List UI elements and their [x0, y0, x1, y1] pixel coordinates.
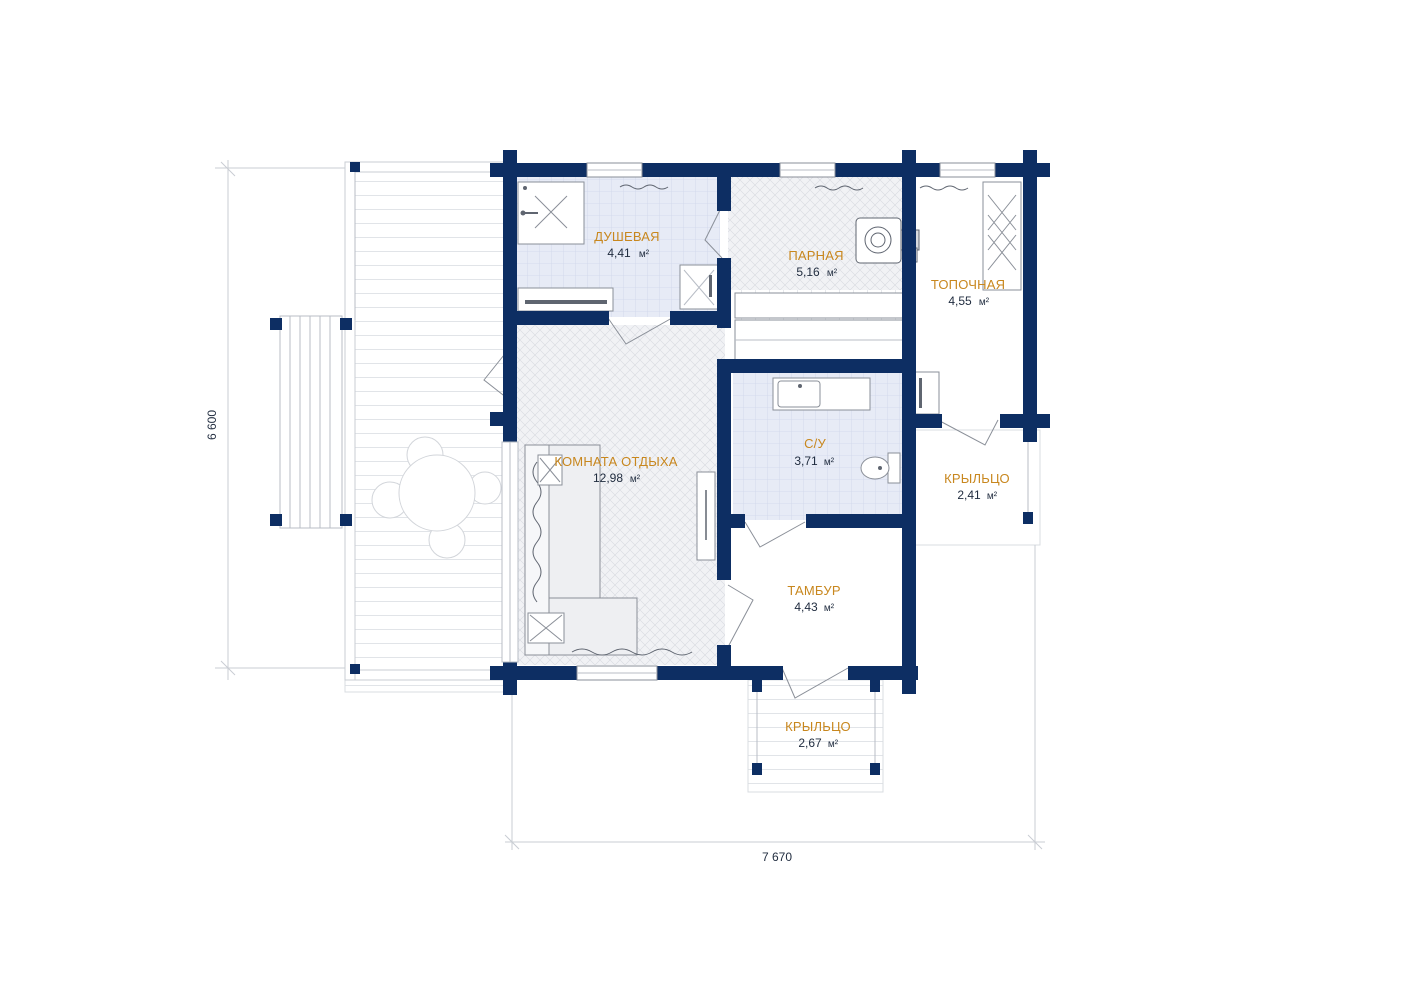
terrace-table — [371, 436, 502, 559]
steps-post-top-left — [270, 318, 282, 330]
krylco-bottom-floor — [747, 679, 884, 793]
dimension-height-label: 6 600 — [205, 410, 219, 440]
room-name: ДУШЕВАЯ — [594, 229, 660, 244]
room-area: 3,71 — [794, 454, 818, 468]
sink-icon — [772, 377, 871, 411]
terrace-steps — [270, 162, 360, 674]
dimension-height — [215, 160, 345, 680]
terrace-post-bottom — [350, 664, 360, 674]
steps-post-bottom-right — [340, 514, 352, 526]
room-name: ПАРНАЯ — [788, 248, 843, 263]
room-unit: м² — [630, 474, 641, 485]
steps-post-top-right — [340, 318, 352, 330]
room-unit: м² — [824, 457, 835, 468]
su-door-panel-icon — [914, 371, 940, 415]
room-label-krylco-bottom: КРЫЛЬЦО 2,67 м² — [785, 719, 851, 750]
room-area: 2,67 — [798, 736, 822, 750]
room-label-parnaya: ПАРНАЯ 5,16 м² — [788, 248, 843, 279]
room-label-su: С/У 3,71 м² — [794, 436, 834, 468]
room-name: КРЫЛЬЦО — [944, 471, 1010, 486]
tv-stand-icon — [696, 471, 716, 561]
sofa-icon — [524, 444, 693, 656]
room-area: 12,98 — [593, 471, 623, 485]
parnaya-benches — [734, 292, 904, 361]
room-name: КОМНАТА ОТДЫХА — [554, 454, 677, 469]
room-unit: м² — [828, 739, 839, 750]
room-unit: м² — [639, 249, 650, 260]
terrace-post-top — [350, 162, 360, 172]
room-area: 4,55 — [948, 294, 972, 308]
room-unit: м² — [979, 297, 990, 308]
room-label-krylco-right: КРЫЛЬЦО 2,41 м² — [944, 471, 1010, 502]
terrace — [344, 161, 511, 693]
room-label-tambur: ТАМБУР 4,43 м² — [787, 583, 840, 614]
room-area: 4,43 — [794, 600, 818, 614]
room-area: 4,41 — [607, 246, 631, 260]
windows — [576, 162, 996, 681]
room-area: 2,41 — [957, 488, 981, 502]
dimension-width — [504, 545, 1045, 850]
room-unit: м² — [987, 491, 998, 502]
toilet-icon — [860, 452, 901, 484]
room-unit: м² — [827, 268, 838, 279]
doors — [483, 205, 999, 699]
room-label-topochnaya: ТОПОЧНАЯ 4,55 м² — [931, 277, 1005, 308]
steps-post-bottom-left — [270, 514, 282, 526]
room-area: 5,16 — [796, 265, 820, 279]
firewood-rack-icon — [982, 181, 1022, 291]
krylco-right-floor — [914, 429, 1041, 546]
room-name: ТАМБУР — [787, 583, 840, 598]
room-unit: м² — [824, 603, 835, 614]
dimension-width-label: 7 670 — [762, 850, 792, 864]
shower-tray-icon — [517, 181, 585, 245]
room-name: ТОПОЧНАЯ — [931, 277, 1005, 292]
porch-posts — [752, 430, 1033, 775]
shower-cabinet-icon — [679, 264, 719, 310]
tambur-floor — [733, 527, 908, 665]
room-label-dushevaya: ДУШЕВАЯ 4,41 м² — [594, 229, 660, 260]
room-name: КРЫЛЬЦО — [785, 719, 851, 734]
shower-bench-icon — [517, 287, 614, 312]
room-label-komnata: КОМНАТА ОТДЫХА 12,98 м² — [554, 454, 677, 485]
room-name: С/У — [804, 436, 826, 451]
